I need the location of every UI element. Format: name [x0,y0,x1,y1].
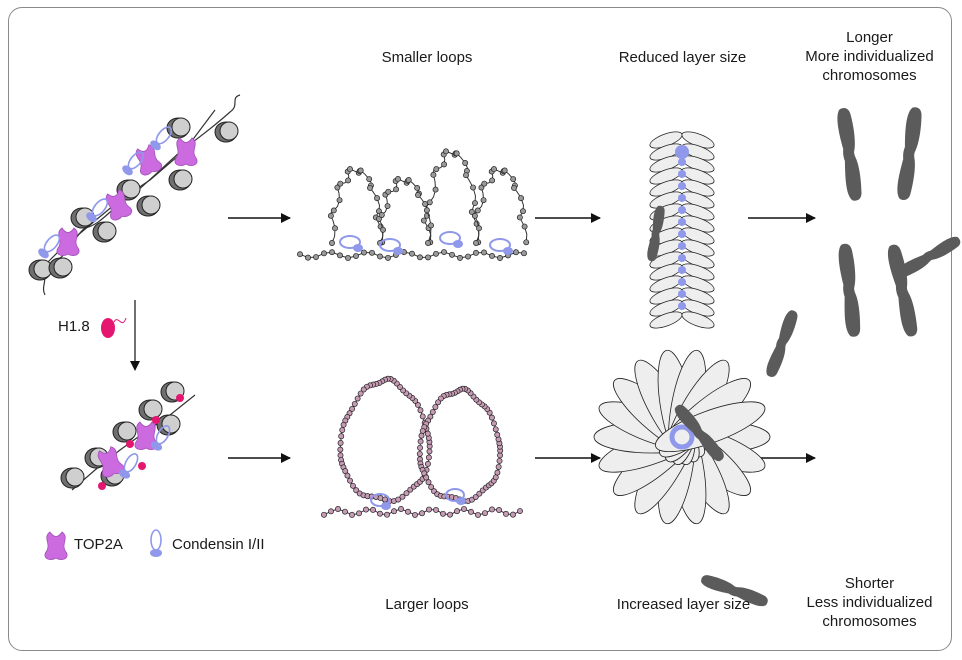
nucleosome-icon [48,257,73,279]
nucleosome-icon [92,221,117,243]
smaller-loops-label: Smaller loops [381,49,473,66]
nucleosome-icon [28,259,53,281]
nucleosome-icon [112,421,137,443]
nucleosome-icon [60,467,85,489]
nucleosome-icon [156,414,181,436]
nucleosome-icon [168,169,193,191]
chromosome-icon [895,233,962,280]
chromosome-icon [835,106,864,202]
small-loops-diagram [297,148,530,261]
increased-layer-rosette [593,349,771,525]
nucleosome-icon [214,121,239,143]
top-fiber [28,94,241,296]
top2a-legend-label: TOP2A [74,536,123,553]
larger-loops-label: Larger loops [385,596,469,613]
top2a-legend-icon [44,531,68,561]
large-loops-diagram [321,375,523,518]
nucleosome-icon [136,195,161,217]
condensin-legend-label: Condensin I/II [172,536,265,553]
bottom-fiber [60,381,196,491]
top2a-icon [174,137,198,167]
reduced-layer-label: Reduced layer size [618,49,747,66]
figure-frame [8,7,952,651]
longer-label: Longer More individualized chromosomes [805,29,934,84]
chromosome-icon [885,243,920,338]
h18-label: H1.8 [58,318,90,335]
h18-icon [101,318,115,338]
top2a-icon [56,227,80,257]
chromosome-icon [895,106,924,202]
long-chromosomes [835,106,924,338]
condensin-legend-icon [149,529,163,558]
increased-layer-label: Increased layer size [616,596,751,613]
chromosome-icon [837,242,862,338]
chromosome-icon [763,308,800,379]
shorter-label: Shorter Less individualized chromosomes [806,575,933,630]
